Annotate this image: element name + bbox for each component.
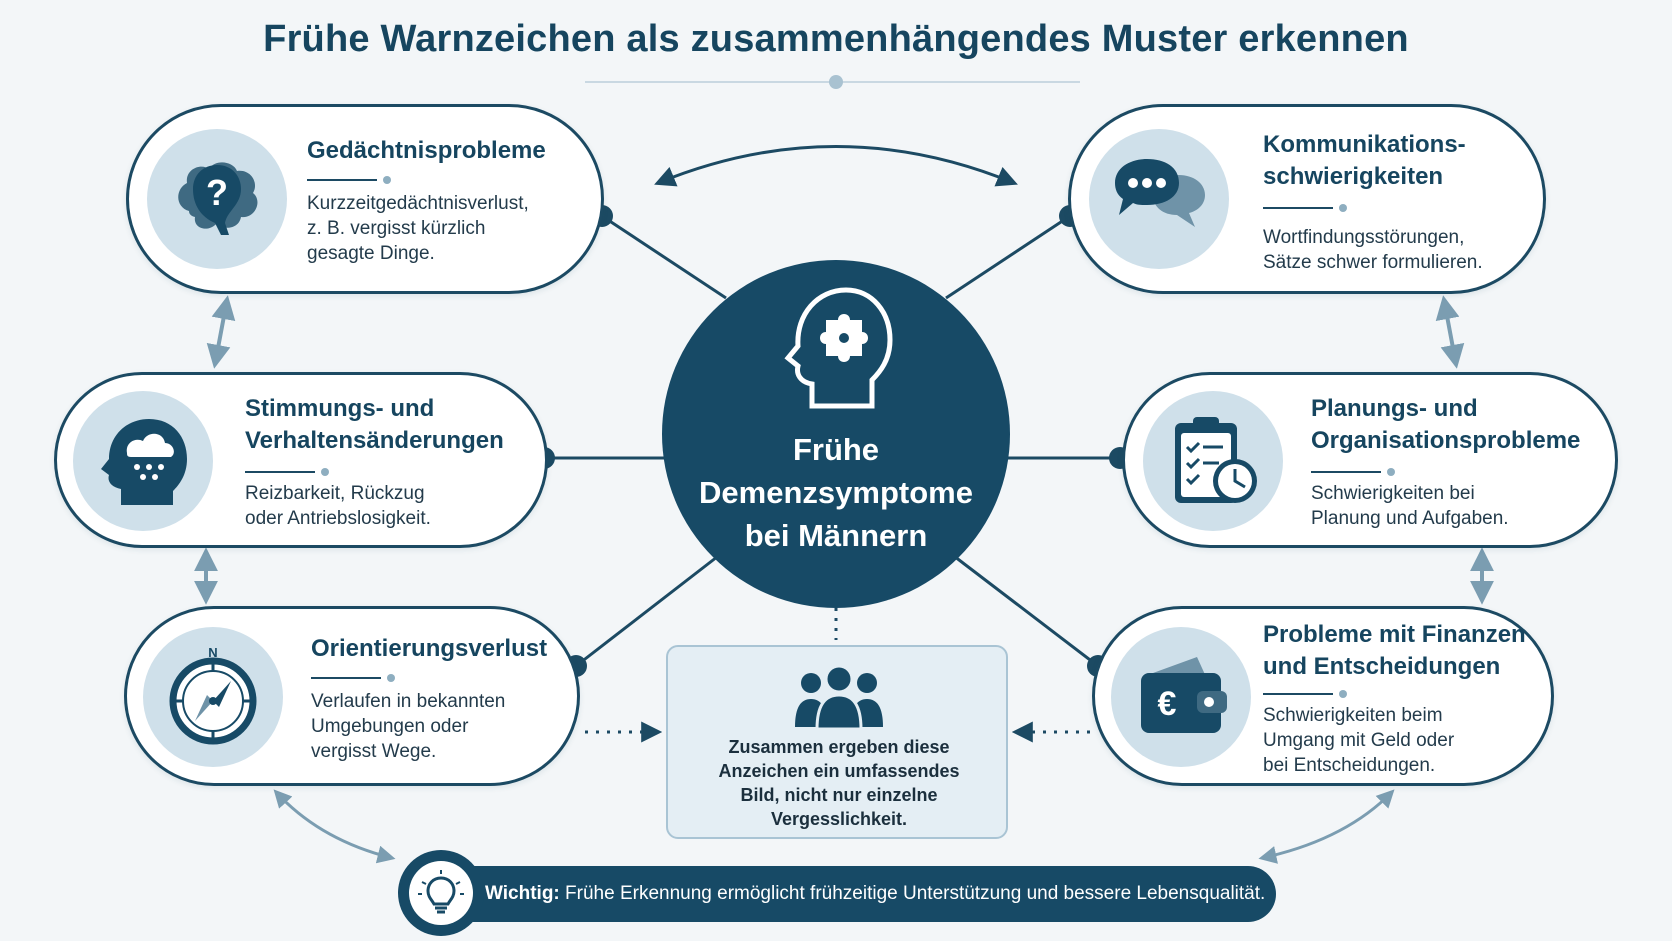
center-title: Frühe Demenzsymptome bei Männern [662,428,1010,557]
text-line: Umgebungen oder [311,716,469,737]
heading-line: schwierigkeiten [1263,163,1444,190]
card-memory-heading: Gedächtnisprobleme [307,135,546,167]
card-planning: Planungs- und Organisationsprobleme Schw… [1122,372,1618,548]
card-memory: ? Gedächtnisprobleme Kurzzeitgedächtnisv… [126,104,604,294]
lightbulb-icon [418,870,464,914]
text-line: z. B. vergisst kürzlich [307,218,486,239]
card-planning-heading: Planungs- und Organisationsprobleme [1311,393,1580,457]
center-line: bei Männern [744,518,928,553]
card-planning-rule [1311,468,1395,476]
clipboard-clock-icon [1175,417,1257,503]
card-finance-heading: Probleme mit Finanzen und Entscheidungen [1263,619,1526,683]
summary-box: Zusammen ergeben diese Anzeichen ein umf… [666,645,1008,839]
card-mood-rule [245,468,329,476]
summary-line: Vergesslichkeit. [770,809,908,829]
text-line: Schwierigkeiten beim [1263,705,1443,726]
center-line: Demenzsymptome [699,475,973,510]
card-communication-text: Wortfindungsstörungen, Sätze schwer form… [1263,225,1483,275]
card-orientation: N Orientierungsverlust Verlaufen in beka… [124,606,580,786]
card-orientation-text: Verlaufen in bekannten Umgebungen oder v… [311,689,505,764]
heading-line: Planungs- und [1311,395,1478,422]
card-mood: Stimmungs- und Verhaltensänderungen Reiz… [54,372,548,548]
euro-glyph: € [1158,685,1177,723]
text-line: Kurzzeitgedächtnisverlust, [307,193,529,214]
heading-line: Verhaltensänderungen [245,427,504,454]
question-mark-glyph: ? [206,172,228,213]
important-banner: Wichtig: Frühe Erkennung ermöglicht früh… [420,866,1276,922]
text-line: gesagte Dinge. [307,243,435,264]
banner-text: Wichtig: Frühe Erkennung ermöglicht früh… [485,866,1265,922]
heading-line: Stimmungs- und [245,395,435,422]
compass-icon: N [169,645,257,745]
summary-line: Bild, nicht nur einzelne [740,785,938,805]
card-communication: Kommunikations- schwierigkeiten Wortfind… [1068,104,1546,294]
text-line: Wortfindungsstörungen, [1263,227,1465,248]
badge-mood [73,391,213,531]
heading-line: Kommunikations- [1263,131,1466,158]
card-communication-heading: Kommunikations- schwierigkeiten [1263,129,1466,193]
wallet-euro-icon: € [1141,657,1227,733]
head-raincloud-icon [101,419,187,505]
banner-message: Frühe Erkennung ermöglicht frühzeitige U… [559,883,1266,904]
badge-communication [1089,129,1229,269]
text-line: vergisst Wege. [311,741,437,762]
text-line: Schwierigkeiten bei [1311,483,1475,504]
top-arc-arrow [654,145,1018,187]
card-orientation-rule [311,674,395,682]
text-line: oder Antriebslosigkeit. [245,508,431,529]
page-title: Frühe Warnzeichen als zusammenhängendes … [263,18,1409,60]
card-orientation-heading: Orientierungsverlust [311,633,547,665]
card-mood-heading: Stimmungs- und Verhaltensänderungen [245,393,504,457]
heading-line: Organisationsprobleme [1311,427,1581,454]
badge-orientation: N [143,627,283,767]
heading-line: und Entscheidungen [1263,653,1501,680]
card-communication-rule [1263,204,1347,212]
card-planning-text: Schwierigkeiten bei Planung und Aufgaben… [1311,481,1509,531]
text-line: bei Entscheidungen. [1263,755,1436,776]
card-memory-text: Kurzzeitgedächtnisverlust, z. B. vergiss… [307,191,529,266]
heading-line: Probleme mit Finanzen [1263,621,1526,648]
banner-icon-inner [409,861,473,925]
badge-memory: ? [147,129,287,269]
center-circle: Frühe Demenzsymptome bei Männern [662,260,1010,608]
brain-question-icon: ? [178,162,258,235]
card-mood-text: Reizbarkeit, Rückzug oder Antriebslosigk… [245,481,431,531]
card-finance: € Probleme mit Finanzen und Entscheidung… [1092,606,1554,786]
heading-line: Gedächtnisprobleme [307,137,546,164]
badge-finance: € [1111,627,1251,767]
banner-icon-badge [398,850,484,936]
text-line: Sätze schwer formulieren. [1263,252,1483,273]
speech-bubbles-icon [1115,159,1205,227]
card-memory-rule [307,176,391,184]
head-puzzle-icon [784,287,893,409]
text-line: Umgang mit Geld oder [1263,730,1455,751]
text-line: Verlaufen in bekannten [311,691,506,712]
compass-letter: N [208,645,217,660]
center-line: Frühe [792,432,880,467]
badge-planning [1143,391,1283,531]
heading-line: Orientierungsverlust [311,635,548,662]
card-finance-rule [1263,690,1347,698]
summary-line: Anzeichen ein umfassendes [718,761,960,781]
banner-label: Wichtig: [485,883,560,904]
text-line: Reizbarkeit, Rückzug [245,483,425,504]
card-finance-text: Schwierigkeiten beim Umgang mit Geld ode… [1263,703,1454,778]
text-line: Planung und Aufgaben. [1311,508,1509,529]
people-group-icon [795,664,883,731]
summary-text: Zusammen ergeben diese Anzeichen ein umf… [678,735,1000,831]
summary-line: Zusammen ergeben diese [728,737,950,757]
